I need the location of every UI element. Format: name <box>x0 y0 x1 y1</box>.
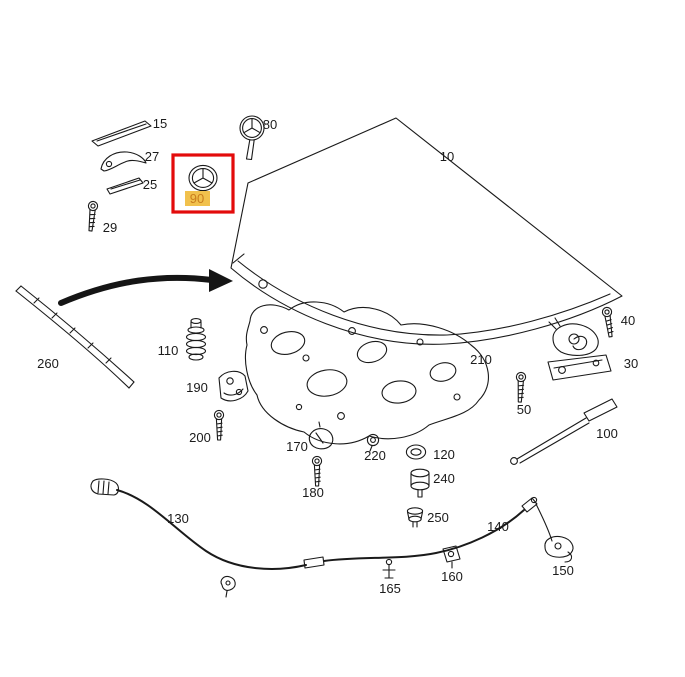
bolt-180 <box>311 455 323 487</box>
pointer-arrow-icon <box>58 269 233 306</box>
gas-strut <box>510 398 618 465</box>
part-label-15: 15 <box>153 116 167 131</box>
molding-strip <box>91 120 152 147</box>
star-emblem <box>239 115 265 161</box>
buffer-240 <box>410 468 430 498</box>
part-label-25: 25 <box>143 177 157 192</box>
bolt-29 <box>85 200 99 232</box>
hinge-190 <box>218 370 249 402</box>
clamp-170 <box>308 421 334 450</box>
front-seal <box>15 285 135 389</box>
hood-lock <box>547 317 612 381</box>
part-label-250: 250 <box>427 510 449 525</box>
part-label-130: 130 <box>167 511 189 526</box>
highlight-label-bg <box>185 191 210 206</box>
part-label-40: 40 <box>621 313 635 328</box>
part-label-190: 190 <box>186 380 208 395</box>
part-label-240: 240 <box>433 471 455 486</box>
part-label-30: 30 <box>624 356 638 371</box>
bolt-40 <box>601 306 616 338</box>
grommet-250 <box>406 507 424 528</box>
part-label-100: 100 <box>596 426 618 441</box>
bolt-200 <box>213 409 225 441</box>
part-label-140: 140 <box>487 519 509 534</box>
safety-catch <box>544 535 574 563</box>
hood-panel <box>230 117 623 345</box>
part-label-150: 150 <box>552 563 574 578</box>
bolt-50 <box>514 371 527 403</box>
part-label-27: 27 <box>145 149 159 164</box>
part-label-260: 260 <box>37 356 59 371</box>
release-cable-rear <box>323 496 553 562</box>
strip-25 <box>106 177 144 195</box>
cover-27 <box>100 151 147 172</box>
part-label-10: 10 <box>440 149 454 164</box>
clip-165 <box>382 558 396 579</box>
part-label-210: 210 <box>470 352 492 367</box>
part-label-80: 80 <box>263 117 277 132</box>
part-label-200: 200 <box>189 430 211 445</box>
insulation-pad <box>244 301 489 445</box>
part-label-29: 29 <box>103 220 117 235</box>
part-label-170: 170 <box>286 439 308 454</box>
clip-160 <box>442 545 461 569</box>
part-labels: 10 15 27 25 29 80 90 260 110 190 200 210… <box>37 116 638 596</box>
part-label-160: 160 <box>441 569 463 584</box>
part-label-90: 90 <box>190 191 204 206</box>
grommet-110 <box>185 318 207 361</box>
part-label-50: 50 <box>517 402 531 417</box>
part-label-110: 110 <box>158 343 179 358</box>
part-label-165: 165 <box>379 581 401 596</box>
part-label-180: 180 <box>302 485 324 500</box>
grommet-220 <box>366 433 380 452</box>
highlight-box <box>171 153 235 214</box>
ring-120 <box>405 444 427 460</box>
flat-emblem <box>188 164 218 192</box>
part-label-120: 120 <box>433 447 455 462</box>
release-cable-front <box>90 478 325 598</box>
part-label-220: 220 <box>364 448 386 463</box>
